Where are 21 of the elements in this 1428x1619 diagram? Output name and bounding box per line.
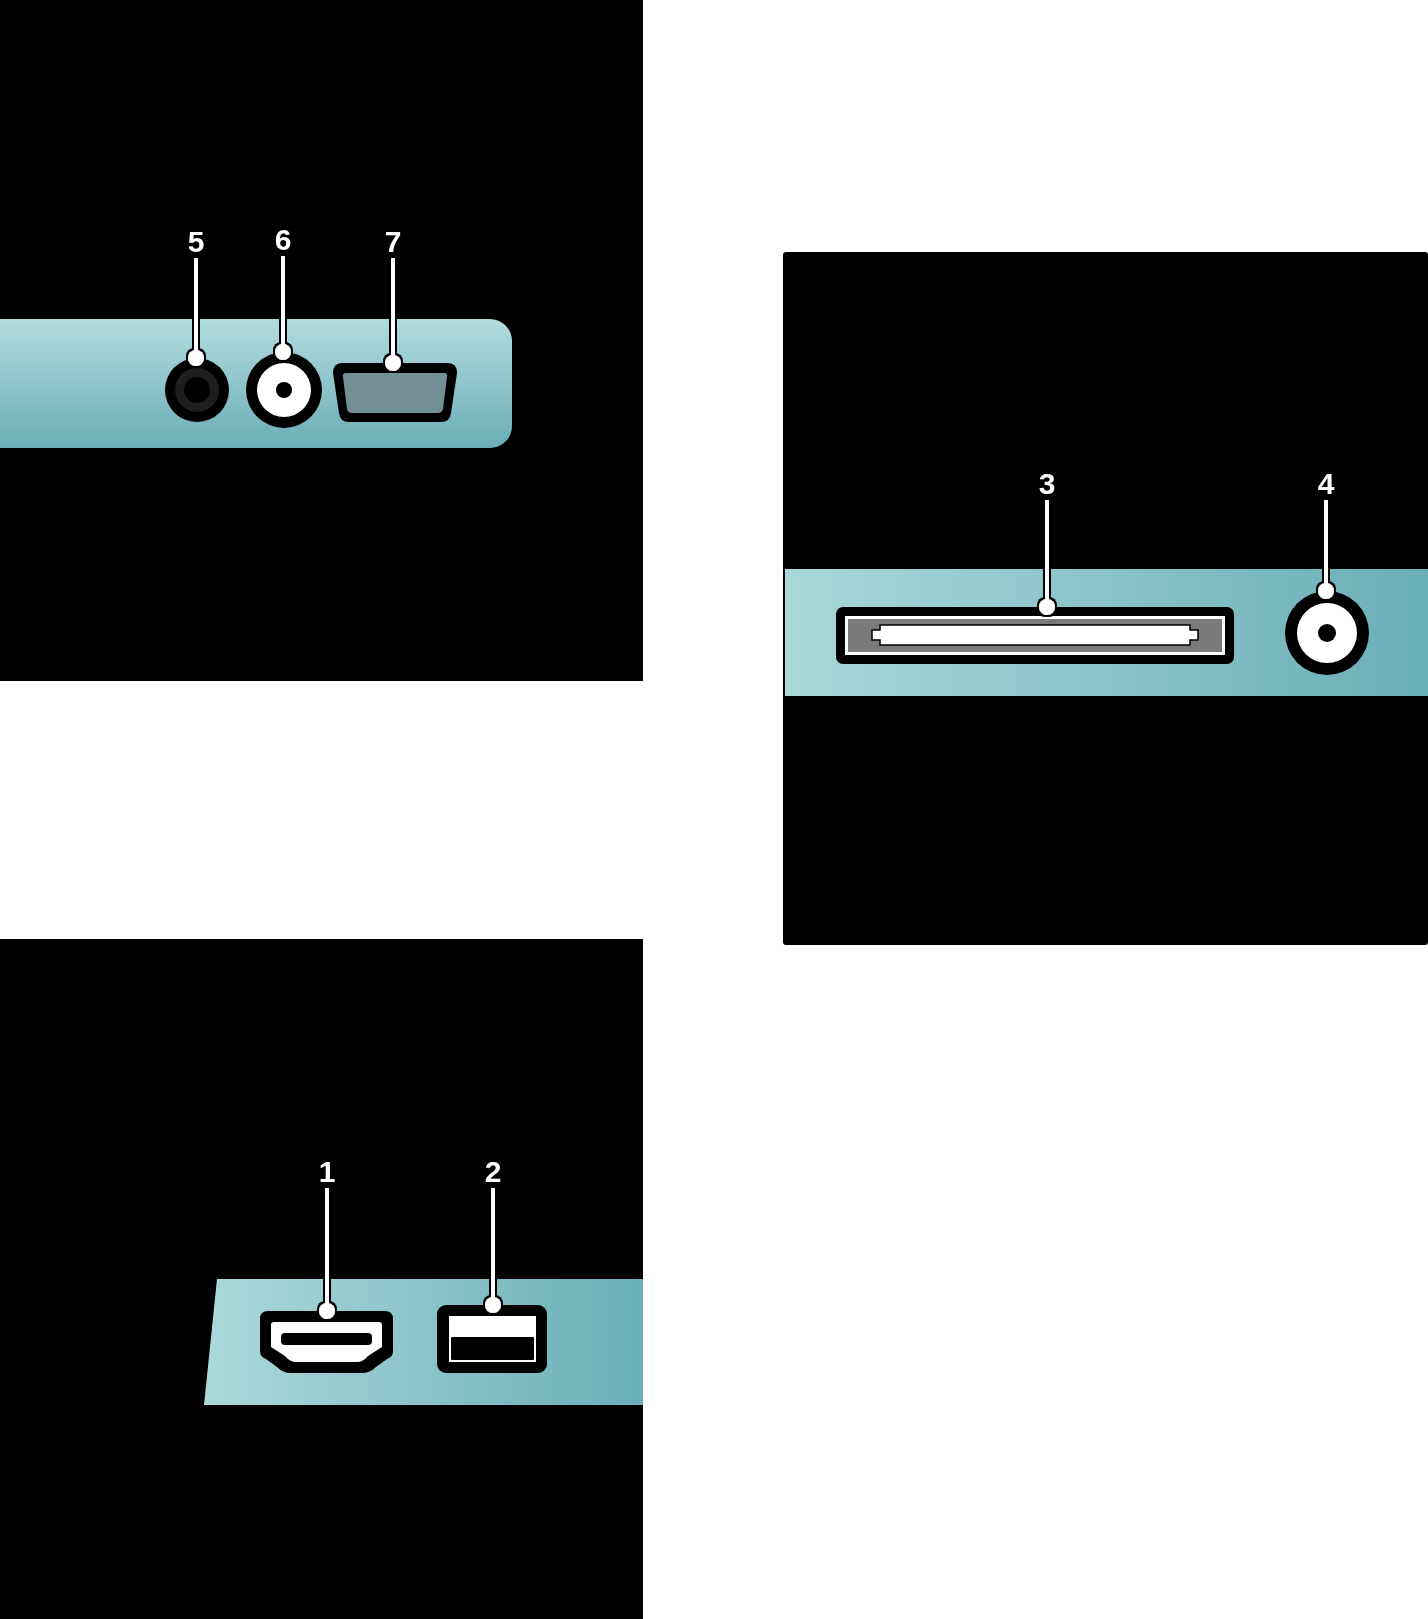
- leader-line: [385, 258, 401, 371]
- callout-number: 5: [181, 226, 211, 258]
- callout-number: 4: [1311, 468, 1341, 500]
- callout-number: 7: [378, 226, 408, 258]
- callout-number: 2: [478, 1156, 508, 1188]
- coax-socket: [1285, 591, 1369, 675]
- leader-line: [1039, 500, 1055, 615]
- leader-line: [275, 256, 291, 360]
- leader-line: [1318, 500, 1334, 599]
- card-slot: [836, 607, 1234, 664]
- callout-number: 3: [1032, 468, 1062, 500]
- hdmi-port: [260, 1311, 393, 1373]
- leader-line: [188, 258, 204, 366]
- usb-port: [437, 1305, 547, 1373]
- callout-number: 1: [312, 1156, 342, 1188]
- leader-line: [485, 1188, 501, 1313]
- rca-socket: [246, 352, 322, 428]
- vga-port: [333, 363, 457, 422]
- leader-line: [319, 1188, 335, 1319]
- audio-jack: [165, 358, 229, 422]
- callout-number: 6: [268, 224, 298, 256]
